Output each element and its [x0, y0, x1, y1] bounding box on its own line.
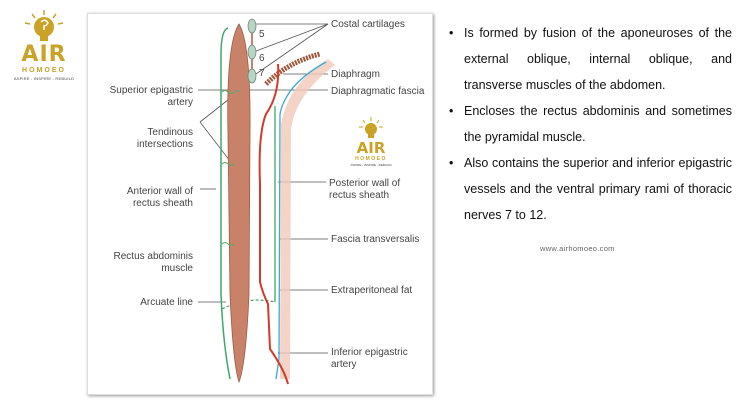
- rib-number-5: 5: [259, 29, 265, 40]
- rib-number-6: 6: [259, 53, 265, 64]
- bullet-item: • Also contains the superior and inferior…: [447, 150, 732, 228]
- label-costal-cartilages: Costal cartilages: [331, 19, 405, 30]
- label-inferior-epigastric-artery: Inferior epigastric artery: [331, 347, 408, 370]
- bullet-marker: •: [449, 104, 454, 118]
- watermark-tagline: ASPIRE - INSPIRE - REBUILD: [350, 163, 392, 167]
- rectus-abdominis-muscle: [227, 23, 251, 384]
- air-homoeo-logo: AIR HOMOEO ASPIRE - INSPIRE - REBUILD: [6, 8, 82, 82]
- bullet-marker: •: [449, 26, 454, 40]
- watermark-subtitle: HOMOEO: [355, 156, 387, 162]
- anterior-wall: [220, 27, 231, 380]
- watermark-logo: AIR HOMOEO ASPIRE - INSPIRE - REBUILD: [339, 117, 403, 177]
- label-anterior-wall: Anterior wall of rectus sheath: [126, 186, 193, 209]
- label-superior-epigastric-artery: Superior epigastric artery: [109, 85, 193, 108]
- bullet-text: Encloses the rectus abdominis and someti…: [464, 104, 732, 144]
- costal-cartilage-6: [247, 44, 257, 60]
- label-extraperitoneal-fat: Extraperitoneal fat: [331, 285, 413, 296]
- label-arcuate-line: Arcuate line: [140, 297, 193, 308]
- label-diaphragm: Diaphragm: [331, 69, 380, 80]
- bullet-marker: •: [449, 156, 454, 170]
- label-diaphragmatic-fascia: Diaphragmatic fascia: [331, 86, 425, 97]
- extraperitoneal-fat: [280, 59, 335, 379]
- lightbulb-icon: [359, 117, 383, 138]
- costal-cartilage-7: [247, 68, 257, 84]
- diaphragm: [264, 51, 321, 86]
- logo-name: AIR: [21, 42, 67, 67]
- costal-cartilage-5: [247, 18, 257, 34]
- label-tendinous-intersections: Tendinous intersections: [136, 127, 193, 150]
- epigastric-artery: [258, 63, 289, 385]
- logo-subtitle: HOMOEO: [22, 67, 66, 74]
- rectus-sheath-diagram: 5 6 7 Costal cartilages Diaphragm Diaphr…: [87, 13, 433, 395]
- label-rectus-abdominis: Rectus abdominis muscle: [113, 251, 193, 274]
- rib-number-7: 7: [259, 68, 265, 79]
- watermark-name: AIR: [356, 139, 386, 157]
- bullet-text: Is formed by fusion of the aponeuroses o…: [464, 26, 732, 92]
- fascia-transversalis: [275, 61, 327, 380]
- label-posterior-wall: Posterior wall of rectus sheath: [329, 178, 401, 201]
- bullet-list: • Is formed by fusion of the aponeuroses …: [447, 20, 732, 228]
- lightbulb-icon: [24, 10, 64, 41]
- diagram-artwork: [198, 18, 335, 385]
- website-url: www.airhomoeo.com: [540, 244, 615, 253]
- bullet-item: • Encloses the rectus abdominis and somet…: [447, 98, 732, 150]
- label-fascia-transversalis: Fascia transversalis: [331, 234, 420, 245]
- logo-tagline: ASPIRE - INSPIRE - REBUILD: [13, 76, 75, 81]
- bullet-text: Also contains the superior and inferior …: [464, 156, 732, 222]
- bullet-item: • Is formed by fusion of the aponeuroses …: [447, 20, 732, 98]
